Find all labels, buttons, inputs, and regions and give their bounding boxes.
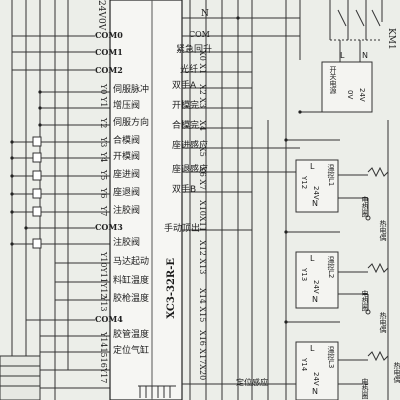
label-n: N	[201, 9, 209, 19]
output-label: 胶枪温度	[113, 294, 150, 304]
plc-model: XC3-32R-E	[166, 258, 177, 319]
output-label: 合模阀	[113, 136, 141, 146]
temp-controller-l: L	[310, 344, 315, 353]
temp-controller-v: 24V	[312, 186, 320, 200]
temp-controller-y: Y13	[300, 268, 308, 282]
y-terminal-label: Y10Y11Y12	[99, 252, 108, 299]
heater-label: 电热圈	[361, 378, 369, 399]
input-label: 手动顶出	[164, 224, 201, 234]
y-terminal-label: Y7	[99, 206, 108, 217]
temp-controller-v: 24V	[312, 280, 320, 294]
temp-controller-l: L	[310, 162, 315, 171]
output-label: 伺服方向	[113, 118, 150, 128]
thermocouple-label: 热电偶	[393, 362, 400, 383]
temp-controller-v: 24V	[312, 372, 320, 386]
x-terminal-label: X4	[198, 120, 207, 131]
input-label: 座退感应	[172, 165, 209, 175]
input-label: 双手A	[172, 81, 197, 91]
y-terminal-label: Y141516Y17	[99, 332, 108, 384]
input-label: 紧急回升	[176, 45, 213, 55]
x-terminal-label: X10X11	[198, 200, 207, 232]
output-label: 伺服脉冲	[113, 85, 150, 95]
temp-controller-y: Y14	[300, 358, 308, 372]
input-label: 双手B	[172, 185, 197, 195]
heater-label: 电热圈	[361, 290, 369, 311]
y-terminal-label: Y5	[99, 170, 108, 181]
right-com-label: COM	[189, 30, 210, 39]
output-label: 座退阀	[113, 188, 141, 198]
x-terminal-label: X12 X13	[198, 240, 207, 275]
output-label: 定位气缸	[113, 346, 150, 356]
output-label: 开模阀	[113, 152, 141, 162]
temp-controller-name: 温控L2	[327, 256, 335, 279]
input-label: 座进感应	[172, 141, 209, 151]
input-label: 合模完	[172, 121, 200, 131]
y-terminal-label: Y6	[99, 188, 108, 199]
temp-controller-n: N	[312, 199, 318, 208]
power-24v: 24V	[358, 88, 366, 102]
x-terminal-label: X2 X3	[198, 84, 207, 109]
output-label: 增压阀	[113, 101, 141, 111]
x-terminal-label: X16 X17X20	[198, 330, 207, 381]
thermocouple-label: 热电偶	[379, 312, 387, 333]
power-0v: 0V	[346, 90, 354, 100]
output-label: 料缸温度	[113, 276, 150, 286]
heater-label: 电热圈	[361, 196, 369, 217]
com4-label: COM4	[95, 314, 123, 324]
x-terminal-label: X0 X1	[198, 50, 207, 75]
output-label: 注胶阀	[113, 238, 141, 248]
temp-controller-name: 温控L1	[327, 164, 335, 187]
power-supply-title: 开关电源	[329, 66, 337, 94]
x-terminal-label: X5	[198, 146, 207, 157]
power-l: L	[340, 51, 345, 60]
position-sensor-label: 定位感应	[236, 378, 268, 387]
temp-controller-n: N	[312, 387, 318, 396]
x-terminal-label: X6 X7	[198, 166, 207, 191]
km1-label: KM1	[386, 28, 396, 50]
y-terminal-label: Y0 Y1	[99, 84, 108, 108]
temp-controller-l: L	[310, 254, 315, 263]
com0-label: COM0	[95, 30, 123, 40]
output-label: 座进阀	[113, 170, 141, 180]
output-label: 胶管温度	[113, 330, 150, 340]
output-label: 马达起动	[113, 257, 150, 267]
x-terminal-label: X14 X15	[198, 288, 207, 323]
input-label: 开模完	[172, 101, 200, 111]
input-label: 光纤	[180, 65, 199, 75]
com2-label: COM2	[95, 65, 123, 75]
thermocouple-label: 热电偶	[379, 220, 387, 241]
y-terminal-label: Y3	[99, 137, 108, 148]
temp-controller-name: 温控L3	[327, 346, 335, 369]
y-terminal-label: Y2	[99, 118, 108, 129]
label-24v: 24V	[96, 0, 106, 18]
label-0v: 0V	[96, 18, 106, 31]
y-terminal-label: Y13	[99, 296, 108, 312]
com1-label: COM1	[95, 47, 123, 57]
y-terminal-label: Y4	[99, 152, 108, 163]
com3-label: COM3	[95, 222, 123, 232]
output-label: 注胶阀	[113, 206, 141, 216]
temp-controller-n: N	[312, 295, 318, 304]
temp-controller-y: Y12	[300, 176, 308, 190]
power-n: N	[362, 51, 368, 60]
